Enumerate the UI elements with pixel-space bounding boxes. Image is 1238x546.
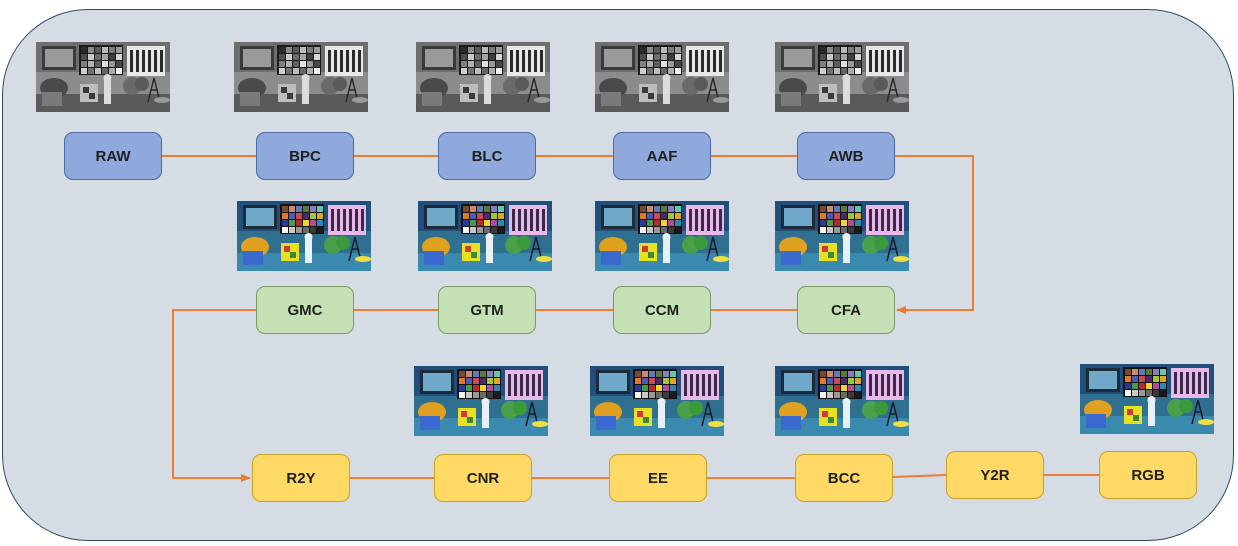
thumbnail-ee [590,366,724,436]
thumbnail-gmc [237,201,371,271]
stage-blc: BLC [438,132,536,180]
stage-awb: AWB [797,132,895,180]
edge-awb-cfa [895,155,974,314]
stage-cnr: CNR [434,454,532,502]
thumbnail-bcc [775,366,909,436]
stage-gtm: GTM [438,286,536,334]
stage-y2r: Y2R [946,451,1044,499]
stage-ee: EE [609,454,707,502]
stage-bpc: BPC [256,132,354,180]
stage-cfa: CFA [797,286,895,334]
thumbnail-awb [775,42,909,112]
stage-gmc: GMC [256,286,354,334]
thumbnail-blc [416,42,550,112]
thumbnail-cfa [775,201,909,271]
thumbnail-raw [36,42,170,112]
thumbnail-aaf [595,42,729,112]
edge-gmc-r2y [172,309,256,482]
thumbnail-rgb [1080,364,1214,434]
stage-bcc: BCC [795,454,893,502]
stage-rgb: RGB [1099,451,1197,499]
stage-aaf: AAF [613,132,711,180]
thumbnail-bpc [234,42,368,112]
edge-bcc-y2r [892,474,947,478]
stage-r2y: R2Y [252,454,350,502]
thumbnail-cnr [414,366,548,436]
stage-raw: RAW [64,132,162,180]
stage-ccm: CCM [613,286,711,334]
thumbnail-ccm [595,201,729,271]
thumbnail-gtm [418,201,552,271]
